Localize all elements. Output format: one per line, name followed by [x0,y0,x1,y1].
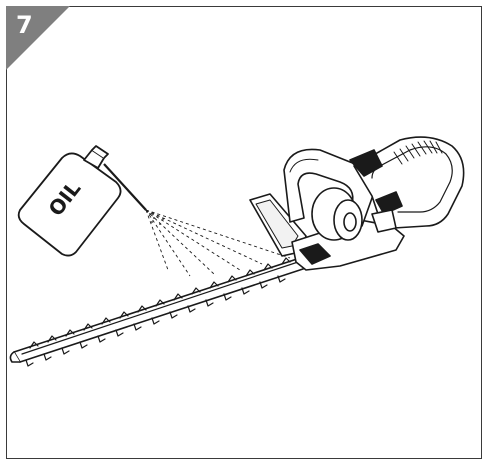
step-number: 7 [16,11,33,39]
oil-can-icon [17,145,147,257]
hedge-trimmer-icon [9,136,465,367]
oil-spray-icon [145,209,291,277]
step-badge [6,6,70,70]
